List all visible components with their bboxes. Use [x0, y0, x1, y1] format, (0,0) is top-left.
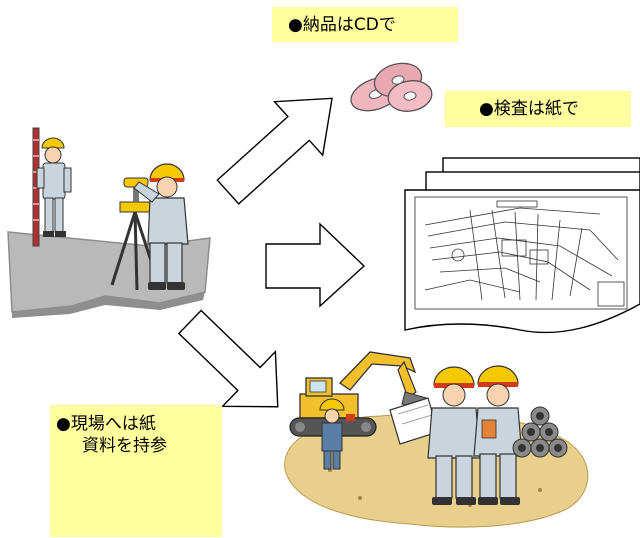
surveyors-illustration: [7, 127, 211, 318]
blueprint-sheets-icon: [404, 157, 640, 334]
worker-with-flag-icon: [319, 398, 355, 470]
arrow-to-cd-icon: [216, 97, 333, 205]
caption-delivery-cd: ●納品はCDで: [272, 7, 458, 42]
caption-site-line2: 資料を持参: [82, 436, 167, 456]
cd-discs-icon: [350, 62, 433, 112]
pipe-stack-icon: [512, 406, 568, 458]
workers-reading-drawing-icon: [389, 365, 523, 505]
caption-inspection-paper: ●検査は紙で: [445, 91, 631, 127]
arrow-to-site-icon: [177, 309, 279, 408]
caption-site-line1: ●現場へは紙: [56, 414, 156, 434]
survey-level-tripod-icon: [110, 177, 160, 291]
arrow-to-paper-icon: [265, 222, 366, 308]
caption-site-paper-materials: ●現場へは紙 資料を持参: [50, 405, 222, 537]
construction-site-illustration: [284, 351, 589, 528]
surveyor-holding-staff-icon: [36, 137, 72, 237]
surveyor-at-level-icon: [133, 163, 189, 290]
ground-shadow: [12, 292, 205, 318]
